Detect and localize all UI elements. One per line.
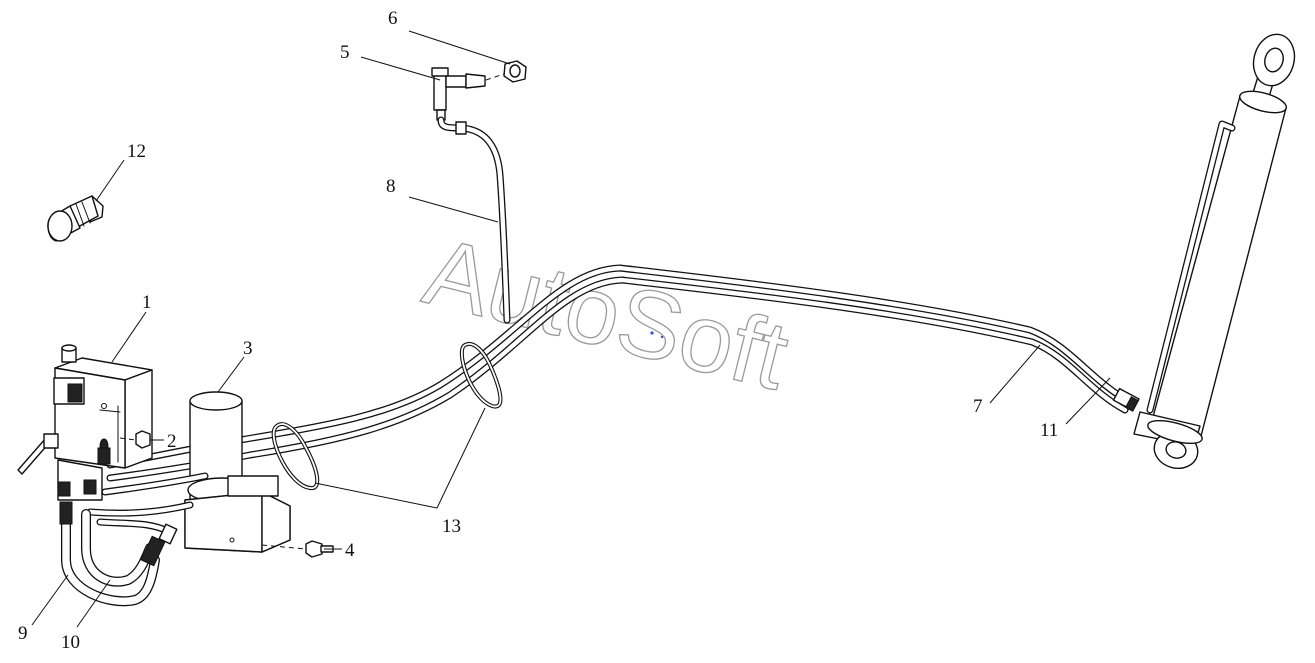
callout-2: 2 [167,431,177,452]
callout-3: 3 [243,338,253,359]
callout-12: 12 [127,141,146,162]
callout-8: 8 [386,176,396,197]
hose-icon [59,501,178,607]
clamp-icon [459,342,503,409]
leader-lines [31,30,1111,628]
callout-11: 11 [1040,420,1058,441]
nut-icon [503,60,527,83]
callout-13: 13 [442,516,461,537]
clamp-icon [271,422,320,491]
callout-6: 6 [388,8,398,29]
long-pipe-icon [106,264,1134,482]
callout-1: 1 [142,292,152,313]
pipe-icon [437,116,511,324]
bolt-icon [135,430,151,449]
callout-labels: 1 2 3 4 5 6 7 8 9 10 11 12 13 [18,8,1058,653]
watermark-dot [650,331,654,335]
tee-fitting-icon [431,67,486,121]
plug-fitting-icon [47,195,104,242]
callout-5: 5 [340,42,350,63]
callout-4: 4 [345,540,355,561]
assembly-line [261,544,307,550]
motor-block-icon [184,475,291,553]
callout-10: 10 [61,632,80,653]
assembly-line [485,73,505,81]
assembly-line [119,437,137,441]
hydraulic-cylinder-icon [1133,33,1296,469]
callout-9: 9 [18,623,28,644]
callout-7: 7 [973,396,983,417]
pipe-end-icon [1112,387,1140,412]
watermark-dot [660,335,664,339]
